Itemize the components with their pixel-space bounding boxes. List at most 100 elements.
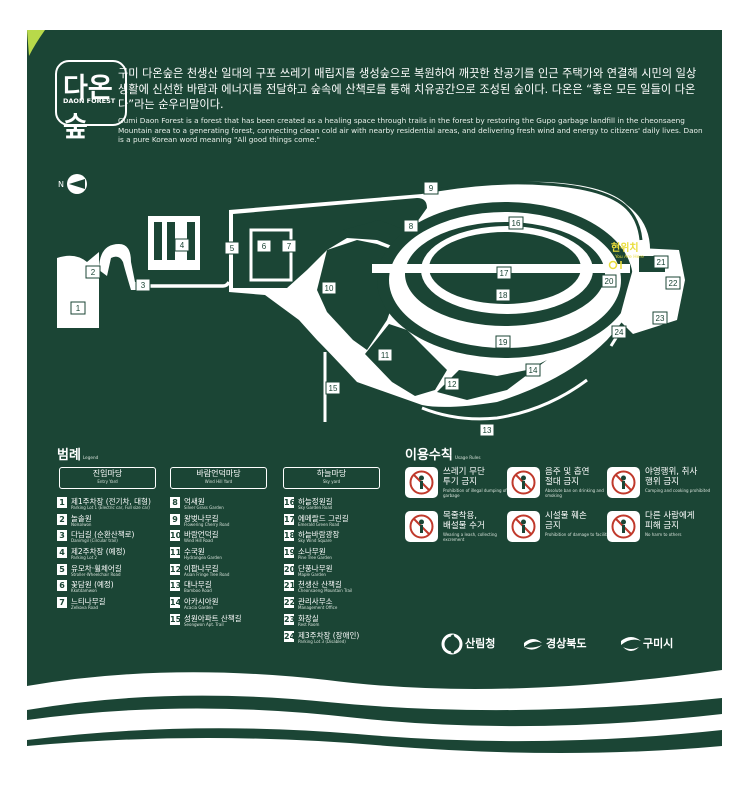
rule-text-en: Prohibition of damage to facilities — [545, 532, 613, 537]
dog-leash-icon — [405, 511, 438, 542]
map-marker-5: 5 — [224, 241, 240, 255]
legend-label-en: Nolsolwon — [71, 521, 92, 527]
legend-label-ko: 왕벚나무길 — [184, 513, 219, 523]
legend-label-en: Sky Wind Square — [298, 538, 332, 544]
map-marker-label: 12 — [448, 380, 457, 389]
map-marker-14: 14 — [525, 363, 541, 377]
legend-label-ko: 다님길 (순환산책로) — [71, 530, 135, 540]
map-marker-label: 8 — [409, 222, 414, 231]
legend-number: 6 — [57, 580, 67, 592]
legend-number: 7 — [57, 597, 67, 609]
compass-label: N — [58, 180, 64, 189]
legend-label-ko: 유모차·휠체어길 — [71, 563, 122, 573]
legend-number: 8 — [170, 497, 180, 508]
map-marker-4: 4 — [174, 238, 190, 252]
legend-label-ko: 제3주차장 (장애인) — [298, 630, 360, 640]
map-marker-label: 9 — [429, 184, 434, 193]
logo-title-en: DAON FOREST — [63, 97, 116, 105]
legend-label-en: Flowering Cherry Road — [184, 521, 230, 527]
svg-text:You Are Here: You Are Here — [614, 254, 644, 260]
legend-number: 12 — [170, 563, 182, 575]
intro-english: Gumi Daon Forest is a forest that has be… — [118, 116, 703, 144]
legend-category-wind-hill: 바람언덕마당 Wind Hill Yard — [170, 467, 267, 489]
legend-label-en: Parking Lot 1 (Electric car, Full size c… — [71, 505, 150, 510]
legend-number: 15 — [170, 613, 182, 625]
map-area-main — [229, 181, 651, 407]
legend-label-ko: 소나무원 — [298, 547, 326, 557]
legend-label-ko: 성원아파트 산책길 — [184, 613, 242, 623]
legend-label-en: Acacia Garden — [184, 605, 214, 611]
map-marker-19: 19 — [495, 335, 511, 349]
map-marker-24: 24 — [611, 325, 627, 339]
legend-label-ko: 놀솔원 — [71, 513, 92, 523]
legend-label-ko: 아카시아원 — [184, 597, 219, 607]
legend-label-en: Wind Hill Road — [184, 538, 213, 544]
legend-label-en: Bamboo Road — [184, 588, 212, 594]
map-marker-label: 3 — [141, 281, 146, 290]
legend-label-ko: 하늘정원길 — [298, 497, 333, 506]
legend-number: 3 — [57, 530, 67, 542]
map-marker-label: 14 — [529, 366, 538, 375]
legend-label-en: Seongwon Apt. Trail — [184, 621, 224, 627]
legend-number: 22 — [284, 597, 296, 609]
legend-label-en: Rest Room — [298, 621, 320, 627]
legend-label-en: Sky Garden Road — [298, 505, 333, 510]
legend-label-en: Stroller·Wheelchair Road — [71, 571, 121, 577]
legend-label-en: Pine Tree Garden — [298, 555, 332, 561]
map-marker-label: 10 — [325, 284, 334, 293]
legend-label-en: Parking Lot 3 (Disabled) — [298, 638, 346, 644]
map-marker-15: 15 — [325, 381, 341, 395]
legend-label-ko: 억새원 — [184, 497, 205, 506]
legend-number: 1 — [57, 497, 67, 508]
rule-text-en: Camping and cooking prohibited — [645, 488, 711, 493]
legend-category-sky: 하늘마당 Sky yard — [283, 467, 380, 489]
legend-number: 2 — [57, 513, 67, 525]
legend-label-ko: 제1주차장 (전기차, 대형) — [71, 497, 151, 506]
legend-number: 14 — [170, 597, 182, 609]
no-camping-icon — [607, 467, 640, 498]
legend-label-en: Management Office — [298, 605, 338, 611]
map-marker-label: 7 — [287, 242, 292, 251]
map-marker-label: 21 — [657, 258, 666, 267]
map-marker-17: 17 — [496, 266, 512, 280]
map-marker-label: 4 — [180, 241, 185, 250]
legend-number: 9 — [170, 513, 180, 525]
logo-title: 다온숲 — [63, 73, 113, 143]
legend-label-en: Hydrangea Garden — [184, 555, 222, 561]
legend-label-en: Danimgil (Circular trail) — [71, 538, 118, 544]
legend-label-en: Kkotdamwon — [71, 588, 97, 594]
no-harm-icon — [607, 511, 640, 542]
rule-text-en: Absolute ban on drinking and smoking — [545, 488, 604, 498]
legend-label-en: Asian Fringe Tree Road — [184, 571, 230, 577]
leaf-decoration — [27, 30, 45, 56]
map-area-parking1 — [57, 244, 145, 328]
legend-label-ko: 에메랄드 그린길 — [298, 513, 349, 523]
legend-label-ko: 이팝나무길 — [184, 563, 219, 573]
map-marker-label: 6 — [262, 242, 267, 251]
legend-number: 17 — [284, 513, 296, 525]
map-marker-8: 8 — [403, 219, 419, 233]
org-gumi-city: 구미시 — [619, 633, 673, 655]
you-are-here-marker: 현위치 You Are Here — [608, 241, 644, 270]
legend-label-ko: 대나무길 — [184, 580, 212, 590]
legend-label-ko: 느티나무길 — [71, 597, 106, 607]
map-marker-3: 3 — [135, 278, 151, 292]
map-marker-2: 2 — [85, 265, 101, 279]
no-damage-icon — [507, 511, 540, 542]
map-marker-13: 13 — [479, 423, 495, 437]
legend-label-ko: 관리사무소 — [298, 597, 333, 607]
legend-label-ko: 천생산 산책길 — [298, 580, 342, 590]
map-marker-10: 10 — [321, 281, 337, 295]
org-gyeongbuk: 경상북도 — [522, 633, 586, 655]
map-marker-1: 1 — [70, 301, 86, 315]
rule-text-en: No harm to others — [645, 532, 682, 537]
map-marker-label: 13 — [483, 426, 492, 435]
